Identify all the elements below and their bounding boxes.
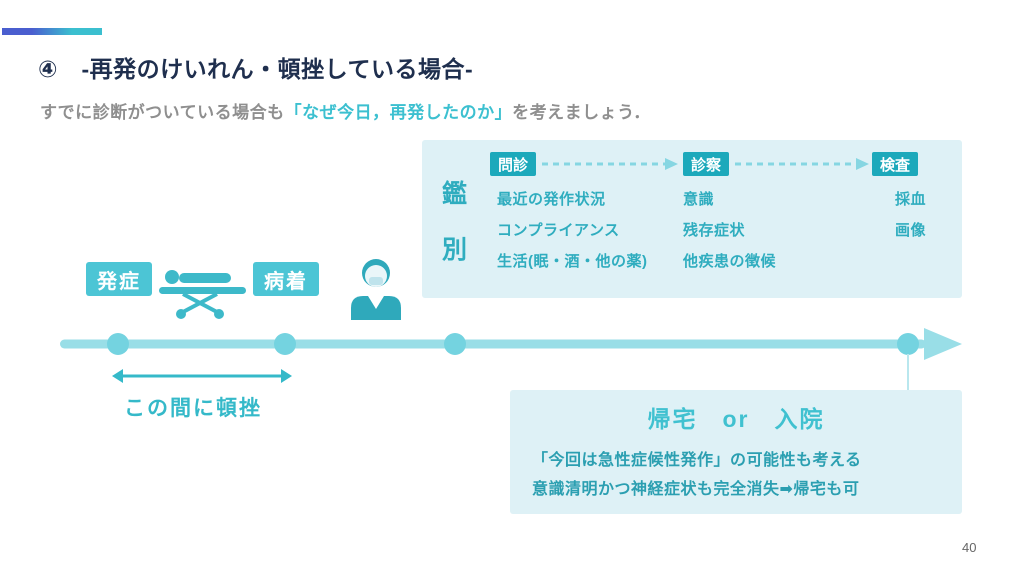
outcome-title: 帰宅 or 入院: [647, 406, 825, 432]
page-title: ④ -再発のけいれん・頓挫している場合-: [38, 56, 474, 82]
subtitle-suffix: を考えましょう．: [512, 103, 651, 122]
list-item: コンプライアンス: [497, 222, 620, 239]
event-label-onset: 発症: [86, 262, 152, 296]
shinsatsu-items: 意識 残存症状 他疾患の徴候: [683, 184, 776, 277]
timeline-connector: [907, 354, 909, 390]
list-item: 最近の発作状況: [497, 191, 606, 208]
dashed-arrow-icon: [735, 158, 869, 170]
outcome-note-line: 意識清明かつ神経症状も完全消失➡帰宅も可: [532, 481, 860, 498]
column-header-monshin: 問診: [490, 152, 536, 176]
differential-panel: 鑑 別 問診 診察 検査 最近の発作状況 コンプライアンス 生活(眠・酒・他の薬…: [422, 140, 962, 298]
outcome-panel: 帰宅 or 入院 「今回は急性症候性発作」の可能性も考える 意識清明かつ神経症状…: [510, 390, 962, 514]
doctor-icon: [351, 259, 401, 320]
accent-bar: [2, 28, 102, 35]
subtitle-prefix: すでに診断がついている場合も: [40, 103, 285, 122]
list-item: 生活(眠・酒・他の薬): [497, 253, 648, 270]
dashed-arrow-icon: [542, 158, 678, 170]
subtitle-highlight: 「なぜ今日，再発したのか」: [284, 103, 513, 122]
timeline-arrow: [60, 328, 962, 360]
outcome-notes: 「今回は急性症候性発作」の可能性も考える 意識清明かつ神経症状も完全消失➡帰宅も…: [532, 446, 862, 504]
kensa-items: 採血 画像: [862, 184, 926, 246]
list-item: 意識: [683, 191, 715, 208]
event-label-arrival: 病着: [253, 262, 319, 296]
side-label-char-2: 別: [442, 236, 468, 264]
subtitle: すでに診断がついている場合も「なぜ今日，再発したのか」を考えましょう．: [40, 98, 651, 123]
column-header-kensa: 検査: [872, 152, 918, 176]
list-item: 残存症状: [683, 222, 746, 239]
side-label-char-1: 鑑: [442, 180, 468, 208]
list-item: 画像: [894, 222, 926, 239]
monshin-items: 最近の発作状況 コンプライアンス 生活(眠・酒・他の薬): [497, 184, 648, 277]
differential-side-label: 鑑 別: [442, 174, 467, 266]
interval-label: この間に頓挫: [124, 397, 262, 420]
outcome-note-line: 「今回は急性症候性発作」の可能性も考える: [532, 452, 862, 469]
stretcher-icon: [159, 270, 246, 319]
double-arrow-icon: [112, 369, 292, 383]
list-item: 採血: [894, 191, 926, 208]
list-item: 他疾患の徴候: [683, 253, 777, 270]
column-header-shinsatsu: 診察: [683, 152, 729, 176]
page-number: 40: [962, 540, 977, 555]
